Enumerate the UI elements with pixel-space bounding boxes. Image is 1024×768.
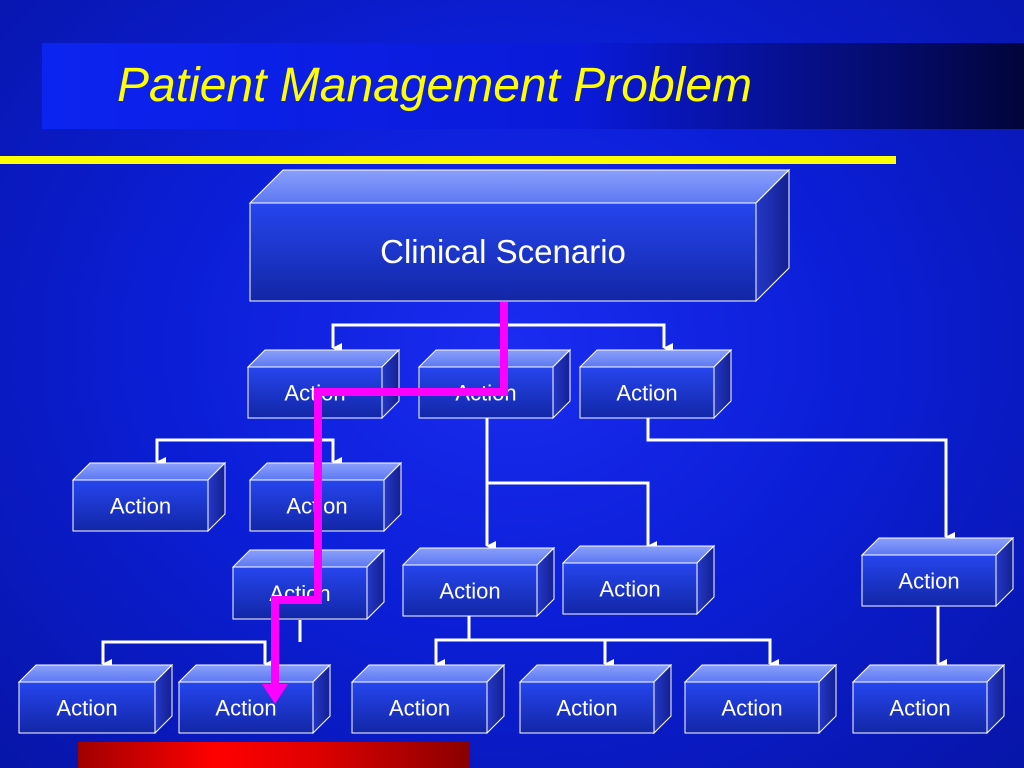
action-box-d6: Action [851,663,1006,735]
box-front-face [351,681,488,734]
connector-a2-c2 [487,481,650,546]
highlight-arrowhead [262,684,288,704]
action-box-c1: Action [401,546,556,618]
box-front-face [72,479,209,532]
action-label: Action [556,696,617,721]
box-front-face [178,681,314,734]
box-front-face [852,681,988,734]
box-top-face [851,664,1006,683]
action-box-d5: Action [683,663,838,735]
action-box-b2: Action [248,461,403,533]
box-front-face [684,681,820,734]
action-label: Action [889,696,950,721]
action-label: Action [389,696,450,721]
bottom-accent-bar [78,742,470,768]
box-front-face [232,566,368,620]
box-front-face [249,202,757,302]
box-top-face [578,349,733,368]
slide-title: Patient Management Problem [117,59,753,112]
box-front-face [18,681,156,734]
box-top-face [177,664,332,683]
box-front-face [562,562,698,615]
action-box-d4: Action [518,663,673,735]
box-front-face [402,564,538,617]
action-label: Action [439,579,500,604]
highlight-route [271,302,508,684]
connector-c1-d [434,638,772,664]
clinical-scenario-label: Clinical Scenario [380,233,626,270]
action-box-d1: Action [17,663,174,735]
box-top-face [683,664,838,683]
box-top-face [17,664,174,683]
box-top-face [246,349,401,368]
box-top-face [71,462,227,481]
box-top-face [350,664,506,683]
action-box-c2: Action [561,544,716,616]
action-box-c3: Action [860,536,1015,608]
box-front-face [579,366,715,419]
connector-a3-c3 [646,418,948,537]
box-top-face [248,169,791,204]
clinical-scenario-box: Clinical Scenario [248,168,791,303]
connectors [101,323,955,669]
action-label: Action [215,696,276,721]
action-label: Action [898,569,959,594]
box-top-face [417,349,572,368]
action-box-b1: Action [71,461,227,533]
connector-b3-d [101,640,267,664]
title-underline [0,156,896,164]
action-label: Action [616,381,677,406]
title-band [42,43,1024,129]
box-top-face [561,545,716,564]
action-label: Action [110,494,171,519]
connector-a1-b [155,438,335,462]
action-box-b3: Action [231,548,386,621]
action-box-d2: Action [177,663,332,735]
action-box-d3: Action [350,663,506,735]
box-top-face [518,664,673,683]
box-top-face [860,537,1015,556]
box-front-face [519,681,655,734]
connector-root-a [331,323,666,348]
box-front-face [861,554,997,607]
action-box-a3: Action [578,348,733,420]
action-box-a1: Action [246,348,401,420]
action-box-a2: Action [417,348,572,420]
action-label: Action [599,577,660,602]
action-label: Action [56,696,117,721]
box-top-face [231,549,386,568]
box-top-face [248,462,403,481]
box-top-face [401,547,556,566]
highlight-path [262,302,508,704]
action-label: Action [721,696,782,721]
